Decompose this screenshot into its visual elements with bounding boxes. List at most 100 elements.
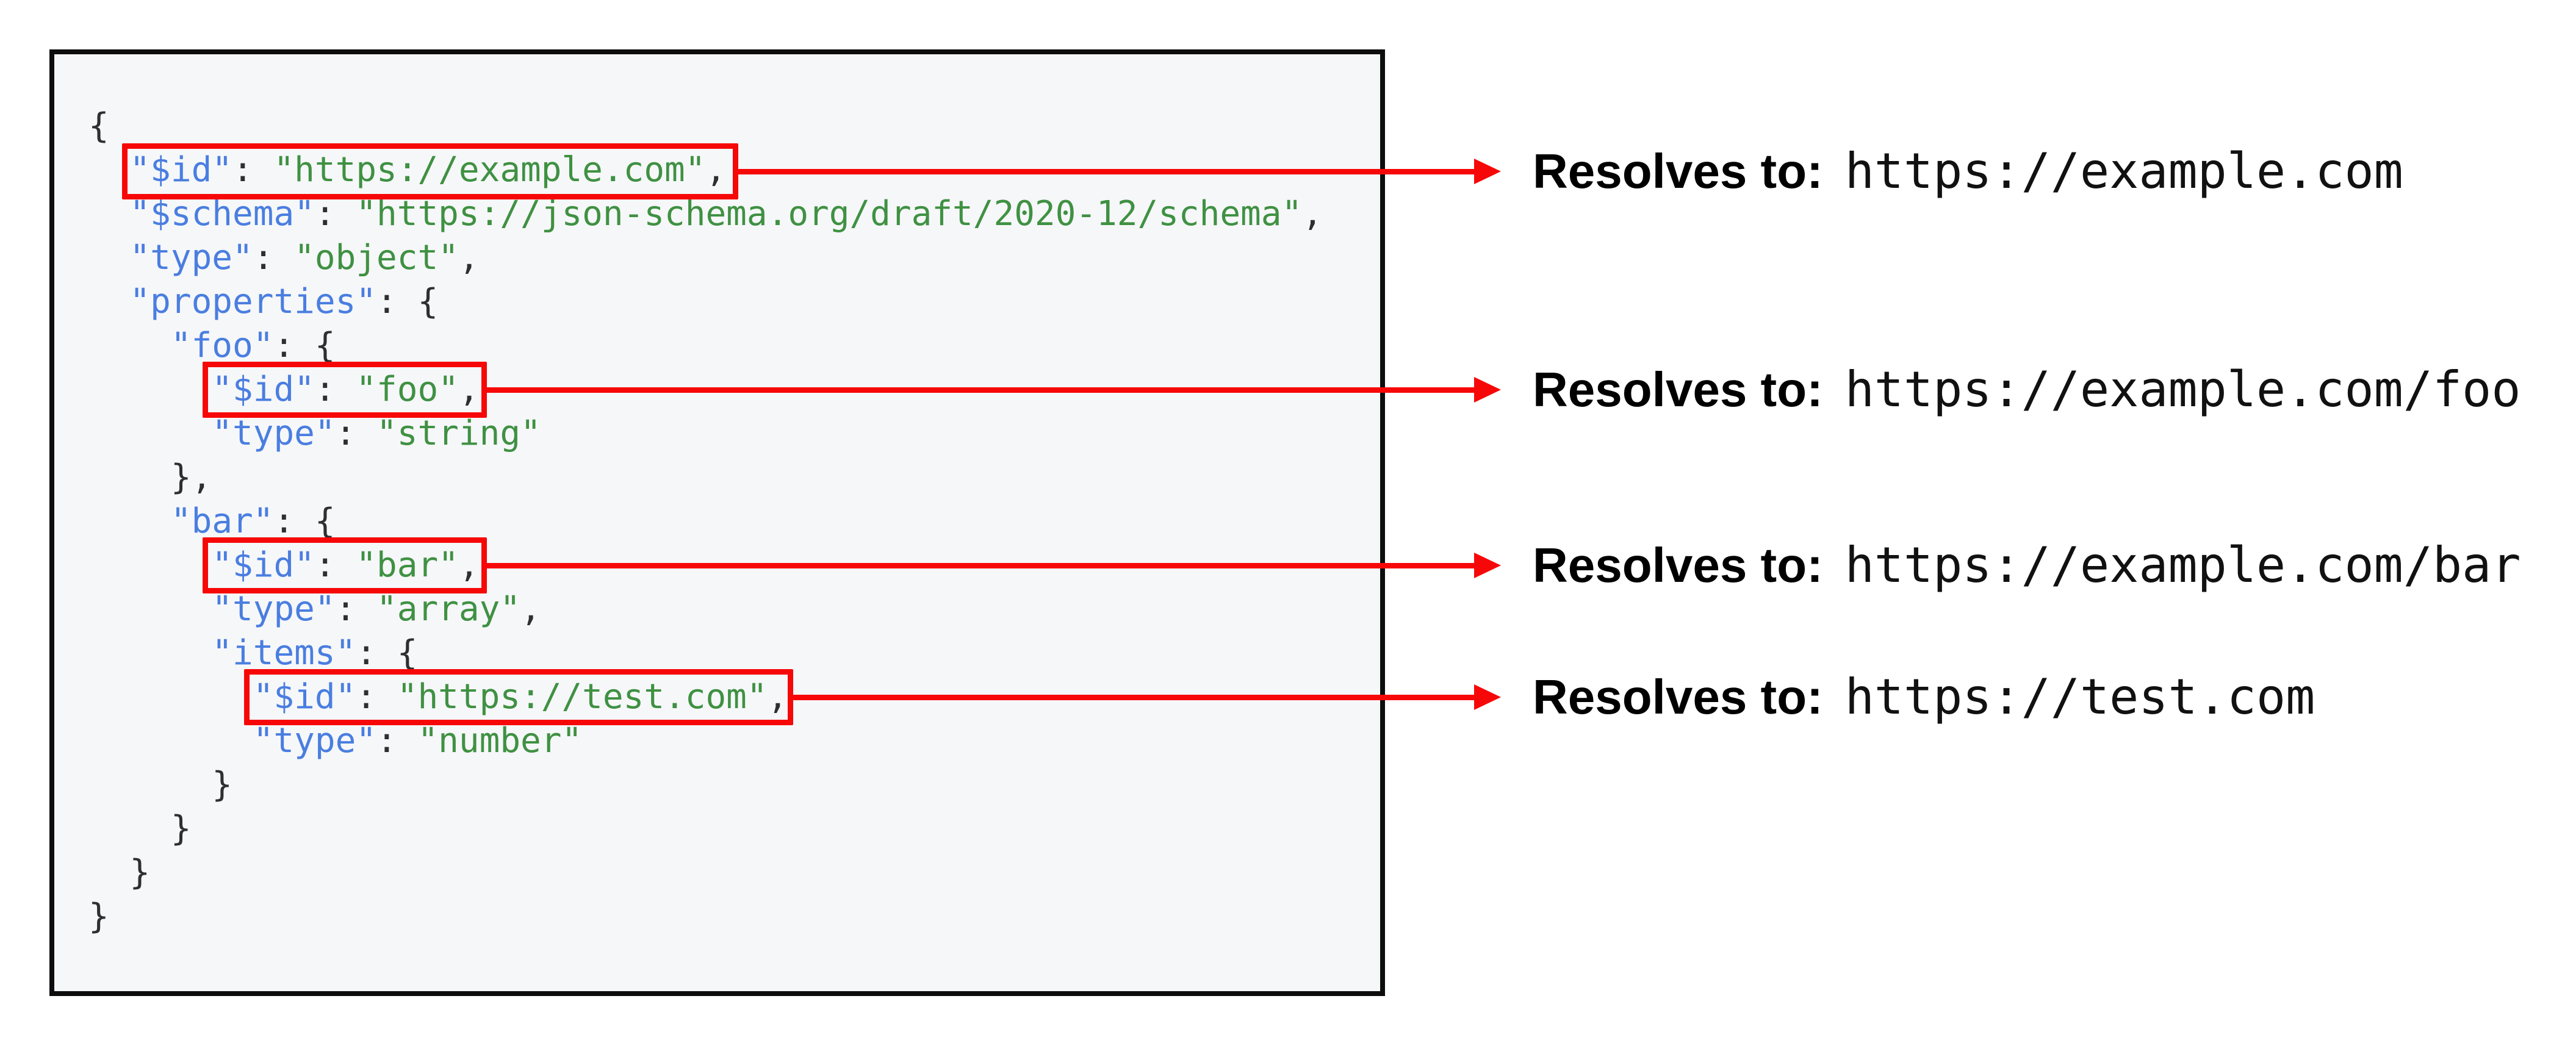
resolved-uri: https://test.com <box>1844 668 2315 725</box>
highlight-box-root-id <box>122 143 738 199</box>
code-token: , <box>458 238 480 278</box>
code-token: : <box>335 414 377 453</box>
code-token: : <box>356 677 397 717</box>
code-token <box>88 194 129 234</box>
code-token: , <box>705 150 727 190</box>
code-line: "type": "array", <box>88 587 1323 631</box>
code-token: "items" <box>212 633 356 673</box>
arrow-head-icon <box>1474 159 1501 184</box>
code-token: : <box>314 194 356 234</box>
code-token <box>88 501 171 541</box>
code-token: "https://test.com" <box>397 677 768 717</box>
code-token: "bar" <box>356 545 459 585</box>
code-line: } <box>88 807 1323 851</box>
arrow-line-3 <box>487 563 1477 568</box>
code-token: "number" <box>417 721 583 761</box>
code-line: "$id": "https://test.com", <box>88 675 1323 719</box>
code-token <box>88 326 171 365</box>
code-token: } <box>88 809 192 848</box>
code-token: "type" <box>129 238 253 278</box>
code-token <box>88 721 253 761</box>
code-line: "$id": "foo", <box>88 368 1323 412</box>
code-line: "type": "string" <box>88 412 1323 456</box>
arrow-head-icon <box>1474 377 1501 403</box>
code-token: "string" <box>376 414 541 453</box>
resolves-label: Resolves to: <box>1533 362 1823 417</box>
code-token: { <box>88 106 109 146</box>
resolved-uri: https://example.com <box>1844 143 2403 199</box>
code-line: "$id": "bar", <box>88 543 1323 587</box>
code-line: "type": "number" <box>88 719 1323 763</box>
code-token <box>88 545 212 585</box>
code-token: } <box>88 897 109 936</box>
arrow-line-4 <box>793 695 1477 700</box>
arrow-line-2 <box>487 387 1477 393</box>
code-token: "$id" <box>212 545 315 585</box>
code-line: "properties": { <box>88 280 1323 324</box>
code-line: "$id": "https://example.com", <box>88 148 1323 192</box>
arrow-head-icon <box>1474 553 1501 578</box>
code-token <box>88 633 212 673</box>
json-code: { "$id": "https://example.com", "$schema… <box>88 104 1323 939</box>
code-panel: { "$id": "https://example.com", "$schema… <box>49 49 1385 996</box>
code-token: "type" <box>212 589 336 629</box>
code-line: "$schema": "https://json-schema.org/draf… <box>88 192 1323 236</box>
code-token: , <box>520 589 541 629</box>
code-line: } <box>88 895 1323 939</box>
code-token: "foo" <box>356 370 459 409</box>
code-line: "foo": { <box>88 324 1323 368</box>
code-token: } <box>88 853 151 892</box>
code-token: "$id" <box>212 370 315 409</box>
code-token: , <box>767 677 788 717</box>
code-line: } <box>88 763 1323 807</box>
code-token: , <box>458 370 480 409</box>
code-line: { <box>88 104 1323 148</box>
code-token <box>88 414 212 453</box>
code-token: "type" <box>212 414 336 453</box>
code-token <box>88 677 253 717</box>
highlight-box-items-id <box>244 669 793 725</box>
code-token <box>88 589 212 629</box>
code-token: "$id" <box>253 677 356 717</box>
code-token: : <box>253 238 295 278</box>
code-line: } <box>88 851 1323 895</box>
resolves-annotation-3: Resolves to:https://example.com/bar <box>1533 529 2520 602</box>
code-line: "items": { <box>88 631 1323 675</box>
code-token: "https://example.com" <box>273 150 706 190</box>
arrow-head-icon <box>1474 684 1501 710</box>
code-token: : <box>376 721 418 761</box>
code-token: : { <box>273 326 336 365</box>
code-token: : <box>335 589 377 629</box>
arrow-line-1 <box>738 169 1477 174</box>
code-token: "properties" <box>129 282 377 321</box>
resolves-annotation-4: Resolves to: https://test.com <box>1533 661 2315 734</box>
code-token <box>88 238 129 278</box>
highlight-box-foo-id <box>203 362 487 418</box>
code-token: "https://json-schema.org/draft/2020-12/s… <box>356 194 1303 234</box>
code-token: }, <box>88 457 212 497</box>
resolves-label: Resolves to: <box>1533 538 1823 592</box>
resolves-label: Resolves to: <box>1533 144 1823 198</box>
code-token <box>88 370 212 409</box>
code-token: : <box>314 370 356 409</box>
code-token: , <box>458 545 480 585</box>
code-line: "bar": { <box>88 500 1323 543</box>
resolves-annotation-1: Resolves to: https://example.com <box>1533 135 2403 208</box>
code-token: : { <box>376 282 439 321</box>
code-token: } <box>88 765 233 805</box>
highlight-box-bar-id <box>203 537 487 593</box>
code-token: , <box>1302 194 1323 234</box>
code-token: : <box>314 545 356 585</box>
code-line: }, <box>88 456 1323 500</box>
resolves-annotation-2: Resolves to:https://example.com/foo <box>1533 353 2520 426</box>
code-token: "object" <box>294 238 459 278</box>
code-token: "foo" <box>170 326 274 365</box>
code-token: "$id" <box>129 150 233 190</box>
resolves-label: Resolves to: <box>1533 670 1823 724</box>
code-token: "bar" <box>170 501 274 541</box>
code-token: "$schema" <box>129 194 315 234</box>
code-token: : { <box>356 633 418 673</box>
code-token <box>88 282 129 321</box>
code-token: : { <box>273 501 336 541</box>
